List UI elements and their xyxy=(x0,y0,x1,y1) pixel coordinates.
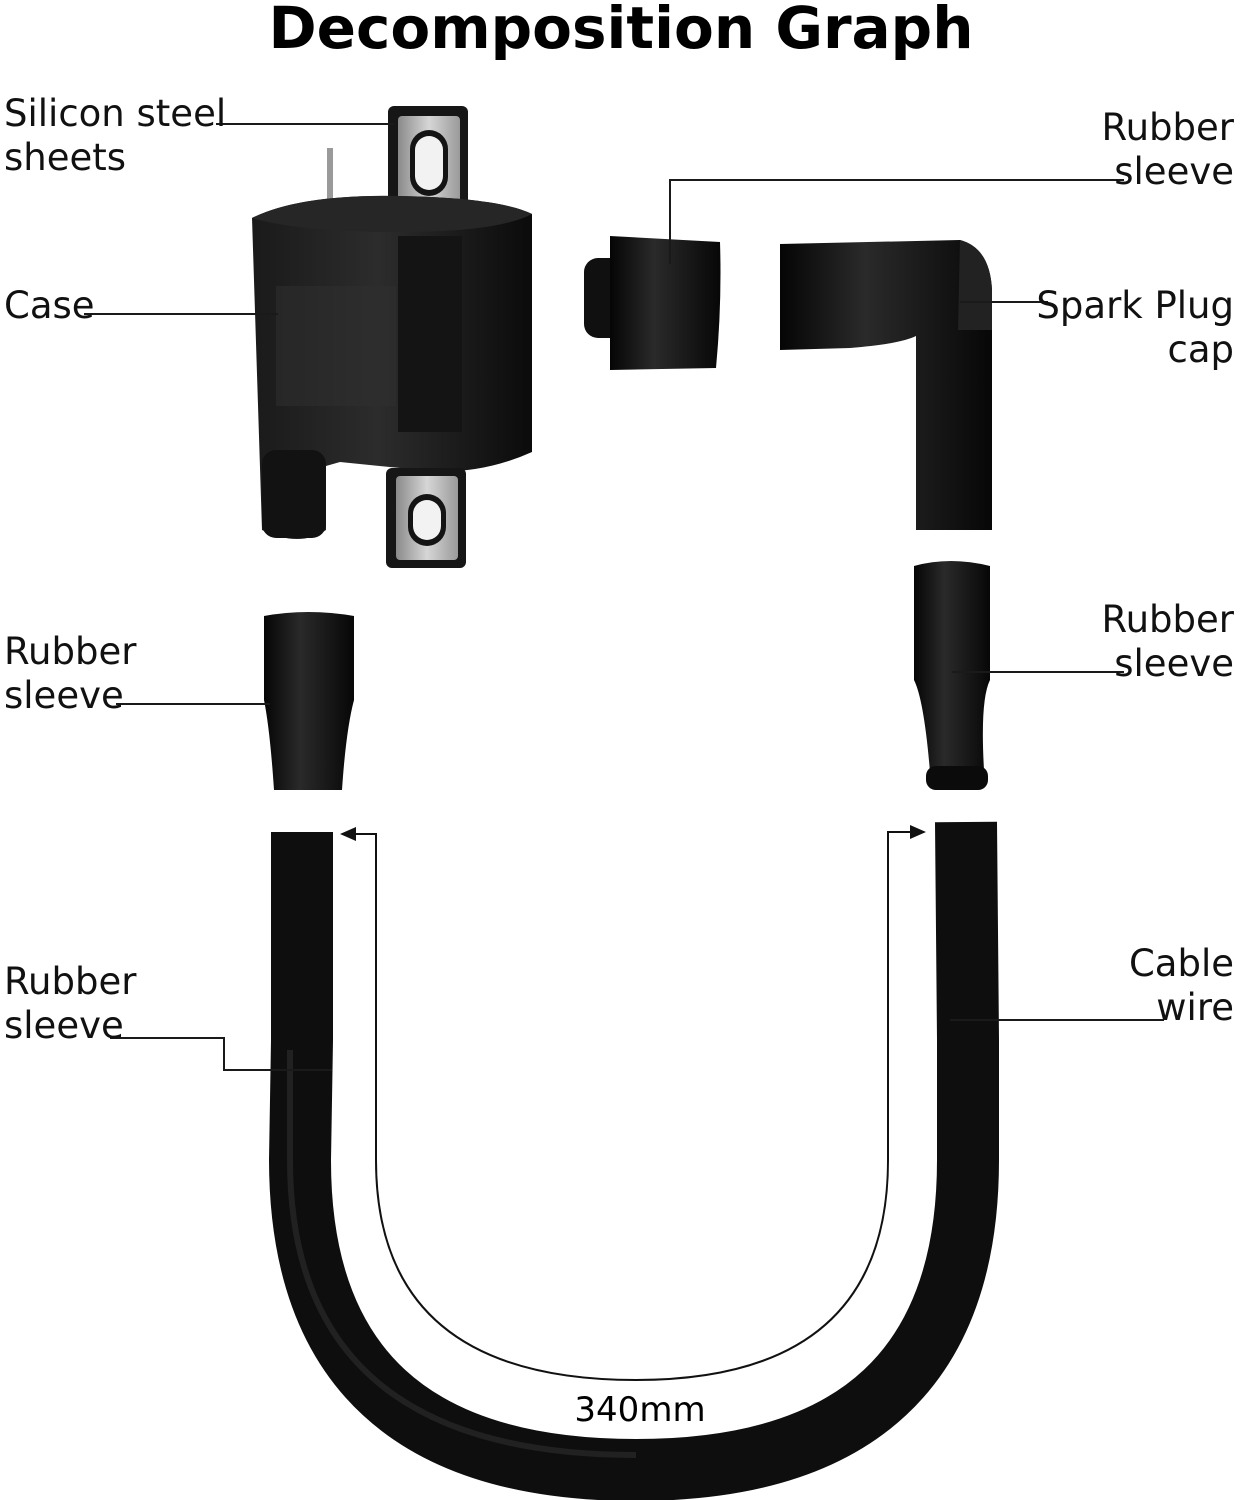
dimension-line xyxy=(342,831,924,1382)
spark-plug-cap xyxy=(780,240,992,530)
terminal-pin xyxy=(327,148,333,216)
label-silicon-steel-sheets: Silicon steel sheets xyxy=(4,92,227,179)
rubber-sleeve-top xyxy=(584,236,721,370)
label-rubber-sleeve-top-right: Rubber sleeve xyxy=(1101,106,1234,193)
label-rubber-sleeve-mid-left: Rubber sleeve xyxy=(4,630,137,717)
cable-wire xyxy=(268,821,999,1500)
rubber-sleeve-mid-right xyxy=(914,561,990,790)
label-spark-plug-cap: Spark Plug cap xyxy=(1036,284,1234,371)
diagram-title: Decomposition Graph xyxy=(268,0,974,62)
coil-case xyxy=(252,195,532,539)
leader-lines xyxy=(84,123,1164,1071)
label-rubber-sleeve-bottom-left: Rubber sleeve xyxy=(4,960,137,1047)
label-rubber-sleeve-mid-right: Rubber sleeve xyxy=(1101,598,1234,685)
label-case: Case xyxy=(4,284,95,327)
dimension-arrowheads xyxy=(340,825,926,841)
label-cable-wire: Cable wire xyxy=(1128,942,1234,1029)
rubber-sleeve-mid-left xyxy=(264,612,354,790)
dimension-label: 340mm xyxy=(574,1390,706,1430)
silicon-steel-sheet-bottom xyxy=(386,468,466,568)
